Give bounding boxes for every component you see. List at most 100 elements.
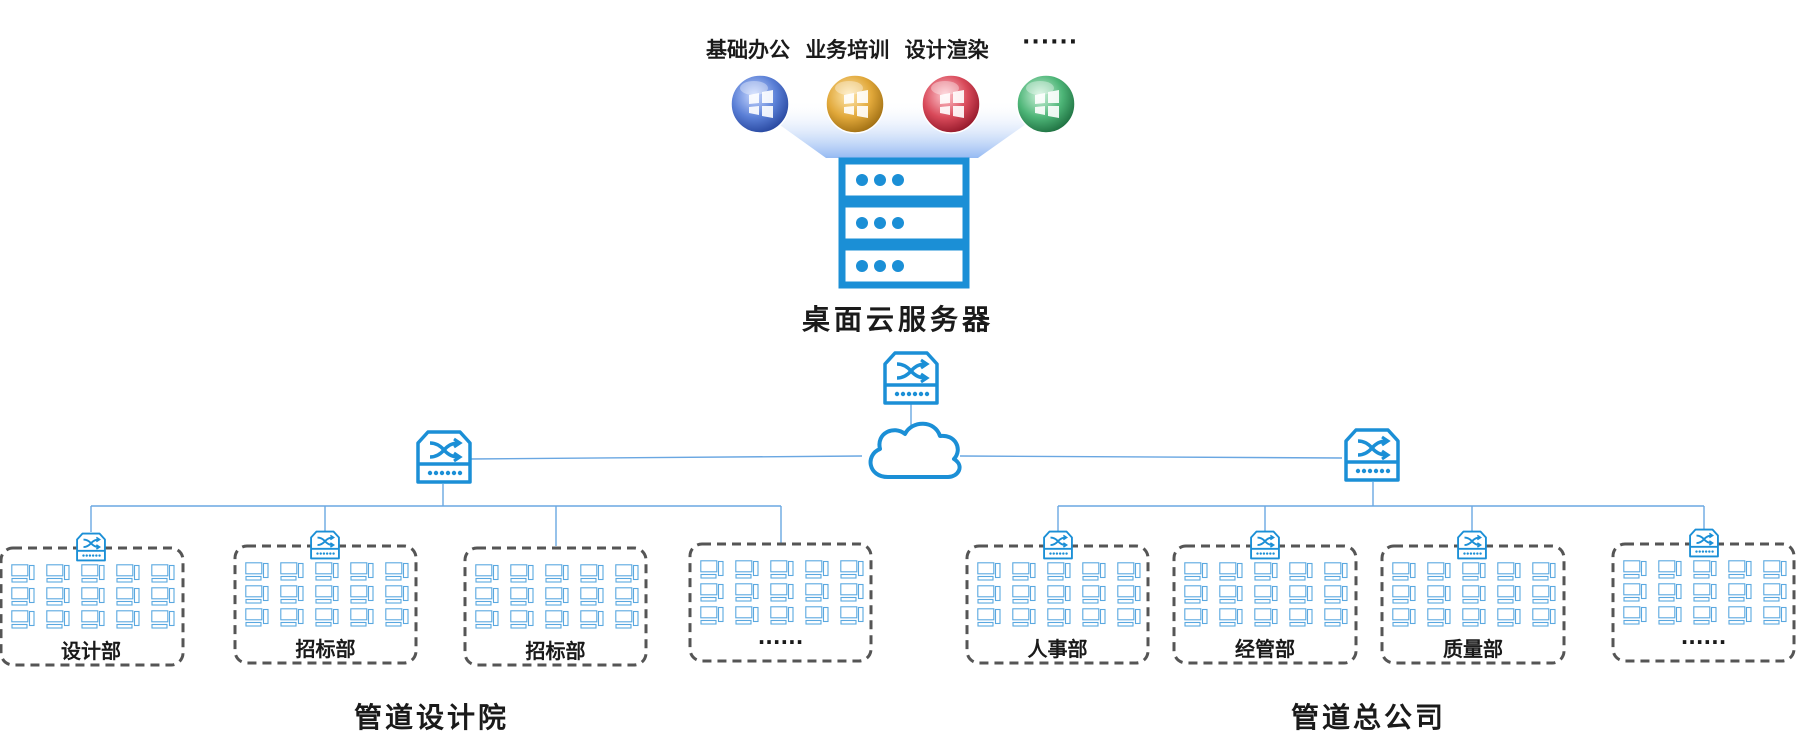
- department-switch-icon: [1689, 528, 1719, 558]
- computer-icon: [280, 562, 304, 581]
- computer-icon: [615, 610, 639, 629]
- computer-icon: [385, 585, 409, 604]
- computer-icon: [11, 564, 35, 583]
- computer-icon: [46, 587, 70, 606]
- computer-icon: [1693, 606, 1717, 625]
- computer-icon: [510, 587, 534, 606]
- computer-icon: [1117, 562, 1141, 581]
- dept-label: ······: [757, 630, 804, 654]
- computer-icon: [545, 610, 569, 629]
- computer-icon: [805, 583, 829, 602]
- computer-icon: [1532, 608, 1556, 627]
- right-switch-icon: [1344, 428, 1400, 482]
- computer-icon: [1427, 608, 1451, 627]
- computer-icon: [735, 606, 759, 625]
- core-switch-icon: [883, 351, 939, 405]
- computer-icon: [805, 560, 829, 579]
- computer-icon: [1658, 583, 1682, 602]
- left-switch-icon: [416, 430, 472, 484]
- computer-icon: [1324, 585, 1348, 604]
- computer-icon: [1763, 583, 1787, 602]
- service-label: 业务培训: [805, 38, 890, 62]
- computer-icon: [1658, 606, 1682, 625]
- computer-icon: [735, 583, 759, 602]
- computer-icon: [1728, 560, 1752, 579]
- computer-icon: [315, 608, 339, 627]
- computer-icon: [81, 564, 105, 583]
- service-labels: 基础办公 业务培训 设计渲染: [706, 34, 997, 64]
- department-switch-icon: [76, 532, 106, 562]
- computer-icon: [1728, 583, 1752, 602]
- dept-label: 招标部: [295, 637, 356, 661]
- computer-icon: [1184, 608, 1208, 627]
- server-stack-icon: [838, 157, 970, 289]
- computer-icon: [1658, 560, 1682, 579]
- computer-icon: [770, 583, 794, 602]
- computer-icon: [245, 608, 269, 627]
- computer-icon: [1012, 608, 1036, 627]
- computer-icon: [840, 583, 864, 602]
- computer-icon: [1532, 585, 1556, 604]
- computer-icon: [1254, 585, 1278, 604]
- group-title: 管道总公司: [1291, 701, 1447, 734]
- computer-icon: [1047, 562, 1071, 581]
- computer-icon: [385, 562, 409, 581]
- computer-icon: [1254, 562, 1278, 581]
- computer-icon: [1497, 608, 1521, 627]
- computer-icon: [700, 560, 724, 579]
- computer-icon: [1623, 583, 1647, 602]
- computer-icon: [1497, 562, 1521, 581]
- department-switch-icon: [1250, 530, 1280, 560]
- computer-icon: [1392, 585, 1416, 604]
- computer-icon: [735, 560, 759, 579]
- computer-icon: [1693, 560, 1717, 579]
- computer-icon: [280, 608, 304, 627]
- computer-icon: [1728, 606, 1752, 625]
- department-switch-icon: [1457, 530, 1487, 560]
- server-label: 桌面云服务器: [801, 303, 994, 336]
- computer-icon: [1623, 560, 1647, 579]
- department-layer: [0, 528, 1796, 667]
- computer-icon: [700, 583, 724, 602]
- computer-icon: [116, 610, 140, 629]
- computer-icon: [580, 564, 604, 583]
- computer-icon: [770, 560, 794, 579]
- group-title: 管道设计院: [354, 701, 510, 734]
- computer-icon: [1012, 562, 1036, 581]
- service-label: 设计渲染: [904, 38, 989, 62]
- computer-icon: [1324, 562, 1348, 581]
- computer-icon: [1623, 606, 1647, 625]
- cloud-icon: [868, 421, 962, 479]
- computer-icon: [116, 587, 140, 606]
- computer-icon: [315, 585, 339, 604]
- computer-icon: [840, 560, 864, 579]
- computer-icon: [1254, 608, 1278, 627]
- windows-orb-blue-icon: [730, 74, 790, 134]
- computer-icon: [1219, 608, 1243, 627]
- computer-icon: [977, 562, 1001, 581]
- computer-icon: [805, 606, 829, 625]
- computer-icon: [350, 608, 374, 627]
- computer-icon: [580, 587, 604, 606]
- computer-icon: [1047, 585, 1071, 604]
- computer-icon: [1427, 585, 1451, 604]
- computer-icon: [1082, 562, 1106, 581]
- computer-icon: [1117, 585, 1141, 604]
- computer-icon: [1289, 585, 1313, 604]
- computer-icon: [977, 585, 1001, 604]
- dept-label: 人事部: [1027, 637, 1088, 661]
- computer-icon: [1184, 585, 1208, 604]
- department-switch-icon: [1043, 530, 1073, 560]
- computer-icon: [1219, 562, 1243, 581]
- computer-icon: [350, 562, 374, 581]
- dept-label: ······: [1680, 630, 1727, 654]
- computer-icon: [1532, 562, 1556, 581]
- computer-icon: [1462, 585, 1486, 604]
- service-orbs: [730, 74, 1076, 134]
- computer-icon: [475, 610, 499, 629]
- computer-icon: [545, 564, 569, 583]
- connection-lines: [90, 404, 1705, 546]
- computer-icon: [350, 585, 374, 604]
- computer-icon: [615, 564, 639, 583]
